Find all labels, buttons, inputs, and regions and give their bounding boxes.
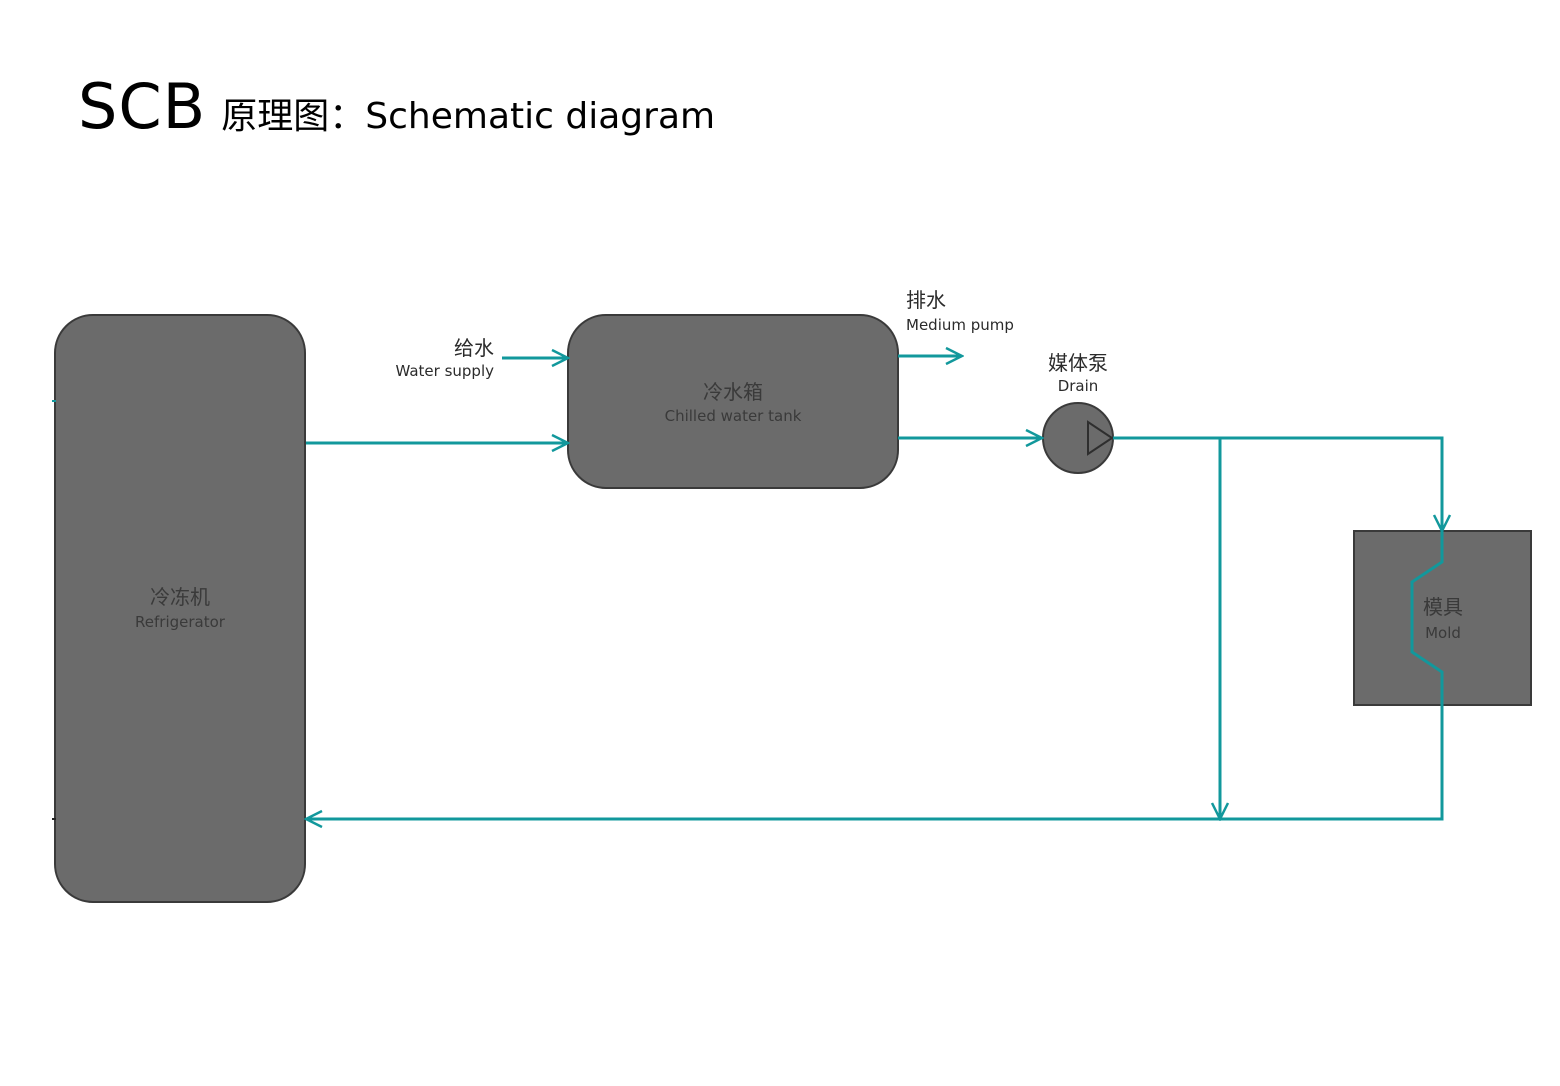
mold-label-en: Mold	[1425, 624, 1461, 642]
pump-to-mold-line	[1113, 436, 1442, 531]
drain-out-label-en: Medium pump	[906, 316, 1014, 334]
pump-label-cn: 媒体泵	[1048, 351, 1108, 375]
refrigerator-label-cn: 冷冻机	[150, 585, 210, 609]
chilled-water-tank-box	[567, 314, 899, 489]
pump-triangle-icon	[1087, 420, 1114, 456]
water-supply-label-en: Water supply	[395, 362, 494, 380]
mold-label-cn: 模具	[1423, 595, 1463, 619]
drain-out-label-cn: 排水	[906, 288, 946, 312]
tank-label-en: Chilled water tank	[665, 407, 802, 425]
refrigerator-label-en: Refrigerator	[135, 613, 226, 631]
pump-circle	[1042, 402, 1114, 474]
title-main: SCB	[78, 70, 207, 143]
title-sub: 原理图：Schematic diagram	[221, 96, 716, 137]
water-supply-label-cn: 给水	[454, 336, 494, 360]
pump-label-en: Drain	[1058, 377, 1099, 395]
page-title: SCB 原理图：Schematic diagram	[78, 70, 715, 143]
tank-label-cn: 冷水箱	[703, 380, 763, 404]
refrigerator-box	[54, 314, 306, 903]
mold-channel-line	[1410, 531, 1444, 705]
return-to-refrigerator-line	[306, 705, 1444, 819]
